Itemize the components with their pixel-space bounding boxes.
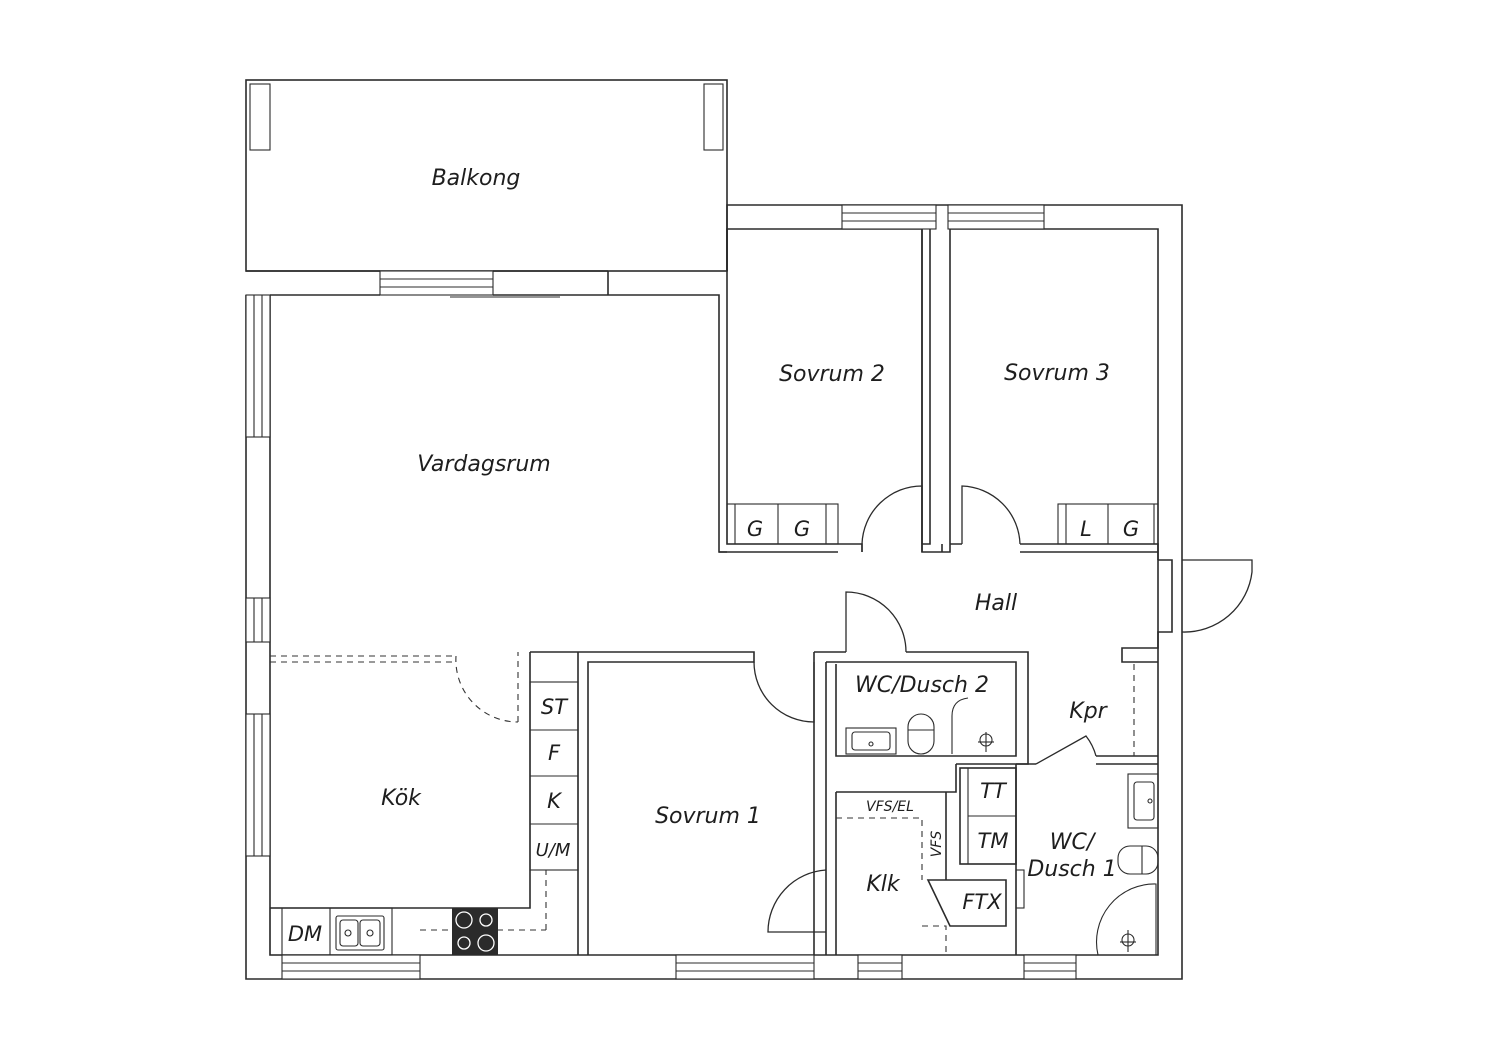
room-label-wc-dusch1-line2: Dusch 1 bbox=[1027, 857, 1116, 882]
wardrobes-sovrum3 bbox=[1057, 503, 1159, 545]
wardrobe-label-g3: G bbox=[1123, 517, 1139, 541]
kitchen-label-k: K bbox=[547, 789, 563, 813]
shower-icon bbox=[1120, 930, 1136, 952]
shower-icon bbox=[951, 697, 994, 754]
room-label-sovrum3: Sovrum 3 bbox=[1004, 361, 1110, 386]
storage-label-tm: TM bbox=[978, 829, 1009, 853]
wc-dusch2-fixtures bbox=[845, 697, 994, 755]
kitchen-column bbox=[529, 681, 579, 871]
wardrobe-label-g1: G bbox=[747, 517, 763, 541]
room-label-wc-dusch2: WC/Dusch 2 bbox=[855, 673, 989, 698]
kitchen-label-um: U/M bbox=[536, 840, 571, 861]
room-label-sovrum2: Sovrum 2 bbox=[779, 362, 885, 387]
kitchen-label-f: F bbox=[548, 741, 561, 765]
kitchen-label-st: ST bbox=[541, 695, 569, 719]
kitchen-label-dm: DM bbox=[288, 922, 322, 946]
room-label-balkong: Balkong bbox=[432, 166, 521, 191]
ftx-label: FTX bbox=[962, 890, 1002, 914]
room-label-sovrum1: Sovrum 1 bbox=[655, 804, 761, 829]
wardrobe-label-l: L bbox=[1080, 517, 1092, 541]
toilet-icon bbox=[907, 713, 935, 755]
room-label-wc-dusch1-line1: WC/ bbox=[1050, 830, 1097, 855]
vfs-el-label: VFS/EL bbox=[866, 799, 914, 815]
wardrobe-label-g2: G bbox=[794, 517, 810, 541]
wardrobes-sovrum2 bbox=[726, 503, 839, 545]
windows bbox=[245, 204, 1077, 980]
sink-icon bbox=[335, 915, 385, 951]
room-label-vardagsrum: Vardagsrum bbox=[417, 452, 550, 477]
room-label-kpr: Kpr bbox=[1069, 699, 1108, 724]
storage-label-tt: TT bbox=[980, 779, 1008, 803]
kitchen-counter bbox=[269, 907, 498, 956]
room-label-kok: Kök bbox=[381, 786, 422, 811]
wc-dusch1-fixtures bbox=[1117, 773, 1159, 952]
fixture-labels: G G L G ST F K U/M DM TT TM FTX VFS/EL V… bbox=[288, 517, 1139, 946]
washbasin-icon bbox=[1127, 773, 1159, 829]
room-labels: Balkong Vardagsrum Sovrum 2 Sovrum 3 Hal… bbox=[381, 166, 1117, 897]
toilet-icon bbox=[1117, 845, 1159, 875]
doors bbox=[455, 485, 1253, 956]
stove-icon bbox=[452, 908, 498, 955]
room-label-hall: Hall bbox=[975, 591, 1017, 616]
room-label-klk: Klk bbox=[866, 872, 901, 897]
vfs-label: VFS bbox=[929, 831, 945, 858]
washbasin-icon bbox=[845, 727, 897, 755]
